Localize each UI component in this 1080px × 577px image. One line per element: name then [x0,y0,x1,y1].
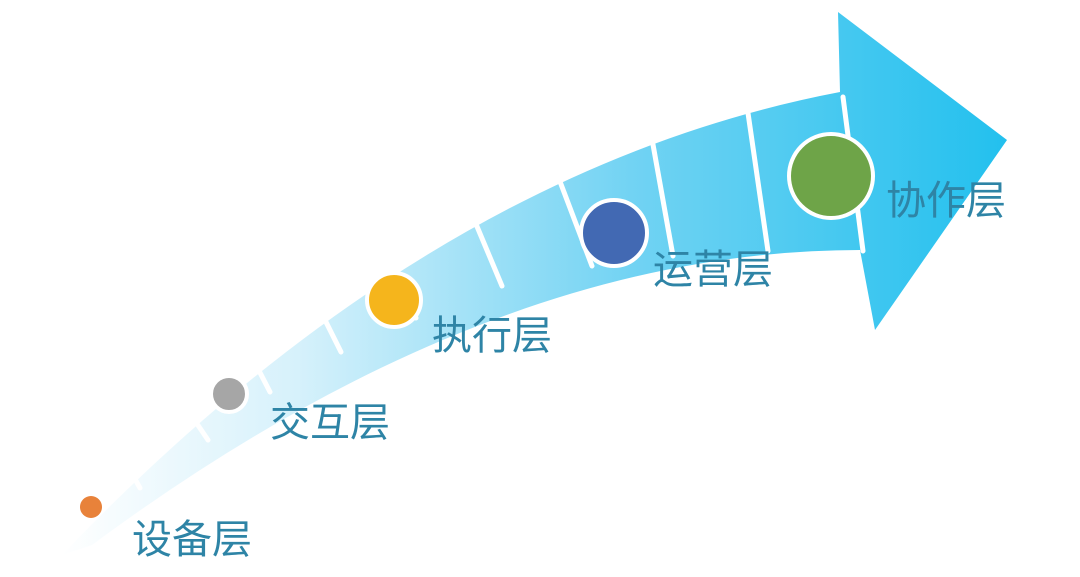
node-device [80,496,102,518]
segment-divider [745,110,771,254]
node-execution [365,271,423,329]
label-interaction: 交互层 [270,400,390,446]
label-operation: 运营层 [653,247,773,293]
label-collaboration: 协作层 [886,178,1006,224]
segment-divider [110,437,143,491]
node-interaction [209,374,249,414]
segment-divider [235,327,273,395]
arrow-shape [62,12,1007,555]
layer-nodes [80,132,875,518]
node-operation [579,198,649,268]
layer-labels: 设备层 交互层 执行层 运营层 协作层 [132,178,1006,563]
segment-divider [465,202,505,289]
segment-divider [649,136,676,259]
segment-divider [305,283,344,355]
label-device: 设备层 [132,517,252,563]
label-execution: 执行层 [432,313,552,359]
segment-divider [169,384,211,443]
node-collaboration [787,132,875,220]
